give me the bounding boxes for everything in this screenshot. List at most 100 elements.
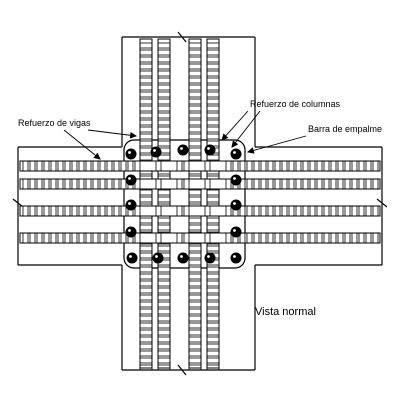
column-bar-rib: [206, 224, 220, 231]
column-bar-body: [139, 38, 153, 369]
column-bar-rib: [139, 245, 153, 252]
beam-bar-rib: [43, 178, 50, 190]
beam-bar-rib: [29, 160, 36, 172]
beam-bar-rib: [344, 205, 351, 217]
concrete-outline: [12, 31, 388, 376]
column-bar-rib: [139, 70, 153, 77]
beam-bar-rib: [99, 160, 106, 172]
column-bar-rib: [206, 280, 220, 287]
splice-bar-highlight: [233, 177, 236, 180]
column-top-break: [122, 31, 255, 43]
splice-bar-section: [125, 199, 137, 211]
beam-bar-rib: [113, 160, 120, 172]
column-bar-rib: [206, 329, 220, 336]
column-bar-rib: [157, 343, 171, 350]
beam-bar-rib: [267, 232, 274, 244]
column-bar-rib: [157, 189, 171, 196]
beam-bar-body: [19, 160, 381, 172]
splice-bar-section: [230, 148, 242, 160]
beam-bar-rib: [64, 232, 71, 244]
column-bar-rib: [157, 217, 171, 224]
beam-bar-rib: [274, 160, 281, 172]
column-bar-rib: [157, 273, 171, 280]
beam-bar-rib: [113, 178, 120, 190]
column-bar-rib: [188, 196, 202, 203]
column-bar-rib: [139, 315, 153, 322]
beam-bar-rib: [134, 178, 141, 190]
column-bar-rib: [157, 364, 171, 371]
column-bar-rib: [206, 119, 220, 126]
column-bar-body: [157, 38, 171, 369]
beam-bar-rib: [316, 205, 323, 217]
splice-bar-section: [204, 252, 216, 264]
beam-bar-rib: [239, 205, 246, 217]
column-bar: [157, 38, 171, 371]
column-bar-rib: [157, 91, 171, 98]
beam-bar-rib: [302, 178, 309, 190]
column-bar-rib: [188, 280, 202, 287]
beam-bar-rib: [134, 232, 141, 244]
splice-bar-highlight: [233, 202, 236, 205]
beam-bar-rib: [246, 160, 253, 172]
beam-bar-rib: [85, 178, 92, 190]
splice-bar-highlight: [155, 255, 158, 258]
splice-bar-section: [177, 252, 189, 264]
beam-bar-rib: [302, 160, 309, 172]
column-bar-rib: [139, 259, 153, 266]
splice-bar-section: [230, 226, 242, 238]
beam-bar-rib: [225, 160, 232, 172]
column-bar-rib: [206, 196, 220, 203]
beam-bar-rib: [267, 205, 274, 217]
column-bar-rib: [206, 273, 220, 280]
splice-bar-highlight: [207, 147, 210, 150]
column-reinforcement-leader-head: [231, 140, 239, 148]
beam-bar-rib: [274, 178, 281, 190]
beam-bar-body: [19, 178, 381, 190]
column-bar-rib: [139, 98, 153, 105]
beam-bar-rib: [351, 178, 358, 190]
beam-bar-rib: [106, 232, 113, 244]
column-bar-rib: [157, 315, 171, 322]
beam-bar-rib: [176, 205, 183, 217]
column-bar-rib: [188, 308, 202, 315]
beam-bar-rib: [120, 160, 127, 172]
beam-bar-rib: [330, 160, 337, 172]
beam-bar-rib: [57, 178, 64, 190]
column-bar-rib: [188, 336, 202, 343]
column-bar-rib: [188, 357, 202, 364]
beam-bar-rib: [113, 205, 120, 217]
column-bar-rib: [139, 301, 153, 308]
beam-bar-rib: [288, 178, 295, 190]
beam-bar-rib: [204, 232, 211, 244]
column-bar-rib: [188, 364, 202, 371]
beam-bar-rib: [253, 205, 260, 217]
column-bar-rib: [157, 224, 171, 231]
column-bar-rib: [206, 98, 220, 105]
beam-bar-rib: [36, 178, 43, 190]
beam-bar-rib: [260, 232, 267, 244]
column-bar-rib: [157, 280, 171, 287]
beam-bar-rib: [295, 160, 302, 172]
beam-bar-rib: [155, 232, 162, 244]
beam-bar-rib: [36, 232, 43, 244]
view-label: Vista normal: [255, 306, 316, 318]
column-bar: [206, 38, 220, 371]
beam-bar-rib: [50, 160, 57, 172]
beam-bar-rib: [134, 205, 141, 217]
splice-bar-highlight: [129, 255, 132, 258]
beam-bar: [19, 205, 381, 217]
splice-bar-highlight: [128, 202, 131, 205]
beam-bar-rib: [29, 178, 36, 190]
beam-bar-rib: [337, 160, 344, 172]
column-bar-rib: [139, 287, 153, 294]
column-bar-rib: [139, 140, 153, 147]
column-bar-rib: [157, 70, 171, 77]
beam-bar-rib: [246, 205, 253, 217]
splice-bar-highlight: [233, 255, 236, 258]
beam-bar-rib: [365, 205, 372, 217]
leader-arrows: [63, 110, 307, 160]
beam-bar-rib: [92, 232, 99, 244]
beam-bar-rib: [309, 178, 316, 190]
beam-bar-rib: [358, 232, 365, 244]
column-bar-rib: [139, 273, 153, 280]
